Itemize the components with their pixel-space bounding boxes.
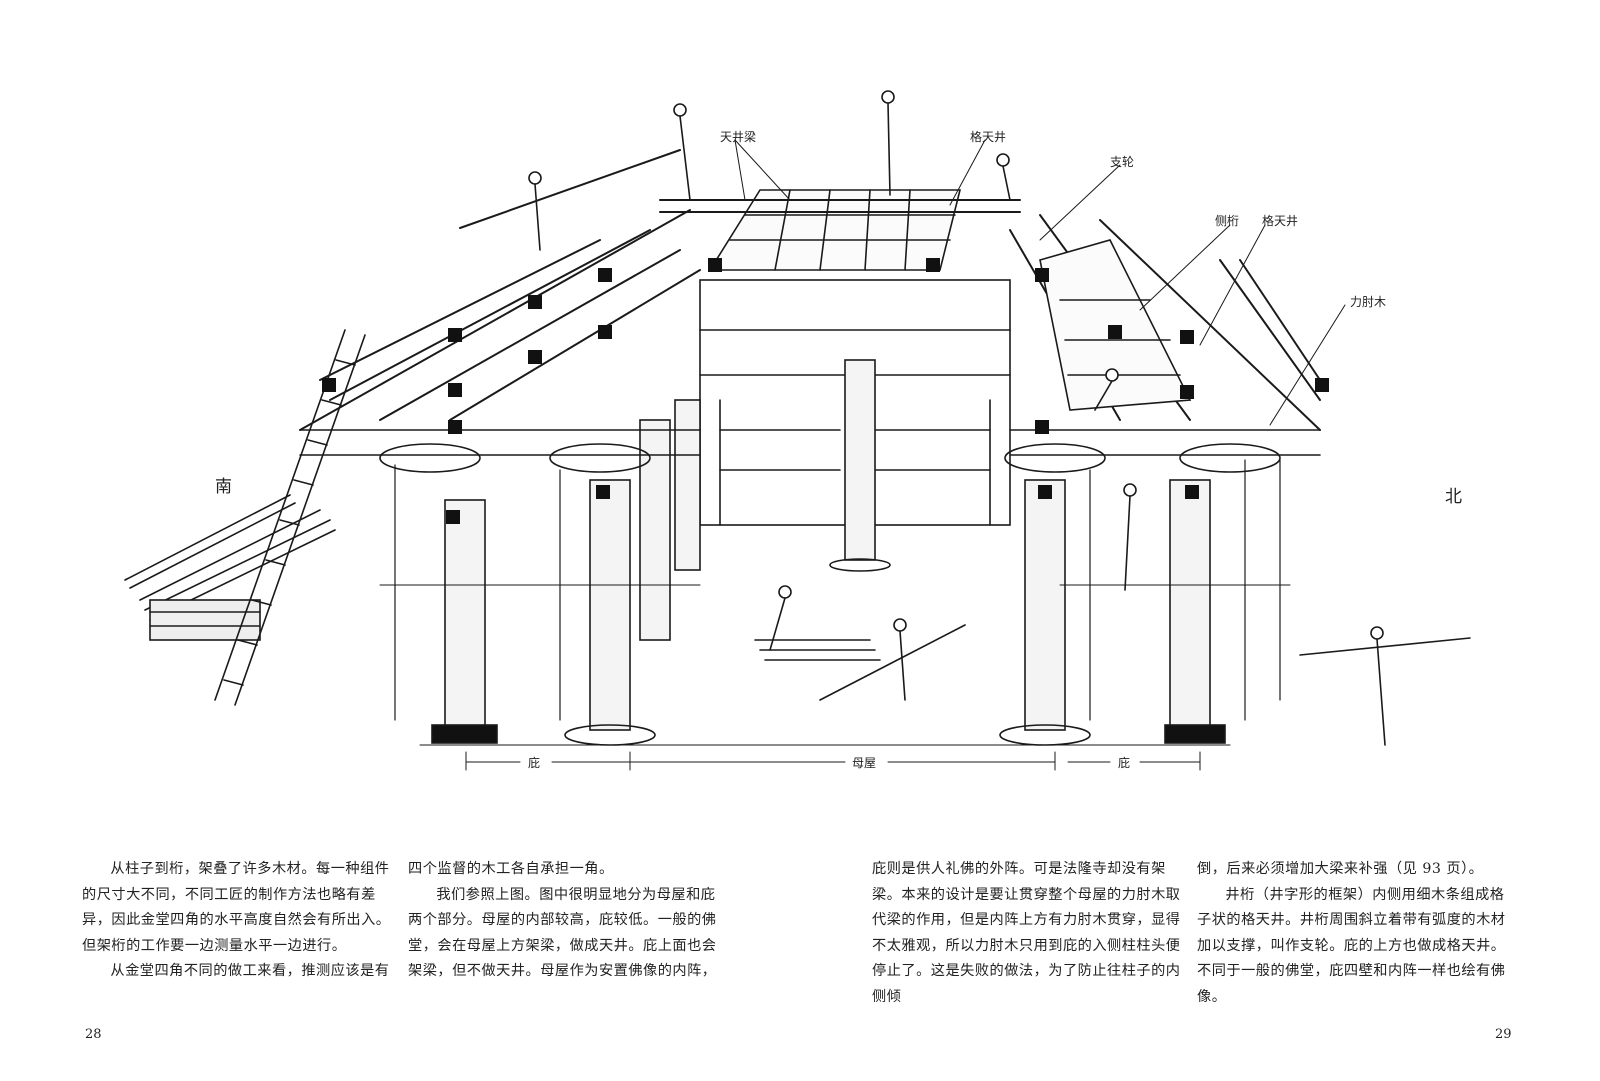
page-number-right: 29 [1495, 1027, 1512, 1042]
ladder-icon [214, 329, 366, 706]
paragraph: 庇则是供人礼佛的外阵。可是法隆寺却没有架梁。本来的设计是要让贯穿整个母屋的力肘木… [872, 861, 1181, 1005]
paragraph: 倒，后来必须增加大梁来补强（见 93 页）。 [1197, 861, 1484, 877]
label-north: 北 [1445, 487, 1462, 507]
text-column-4: 倒，后来必须增加大梁来补强（见 93 页）。 井桁（井字形的框架）内侧用细木条组… [1197, 857, 1512, 1011]
label-support-ring: 支轮 [1110, 155, 1135, 169]
label-aisle-right: 庇 [1118, 756, 1131, 770]
paragraph: 井桁（井字形的框架）内侧用细木条组成格子状的格天井。井桁周围斜立着带有弧度的木材… [1197, 886, 1506, 1005]
text-column-1: 从柱子到桁，架叠了许多木材。每一种组件的尺寸大不同，不同工匠的制作方法也略有差异… [82, 857, 397, 985]
label-lever-beam: 力肘木 [1350, 295, 1387, 309]
label-core: 母屋 [852, 756, 877, 770]
label-ceiling-beam: 天井梁 [720, 130, 757, 144]
paragraph: 我们参照上图。图中很明显地分为母屋和庇两个部分。母屋的内部较高，庇较低。一般的佛… [408, 886, 717, 980]
label-south: 南 [215, 477, 232, 497]
label-aisle-left: 庇 [528, 756, 541, 770]
paragraph: 从金堂四角不同的做工来看，推测应该是有 [110, 963, 390, 980]
paragraph: 四个监督的木工各自承担一角。 [408, 861, 614, 877]
temple-construction-illustration [124, 90, 1471, 771]
text-column-3: 庇则是供人礼佛的外阵。可是法隆寺却没有架梁。本来的设计是要让贯穿整个母屋的力肘木… [872, 857, 1187, 1011]
worker-figures-icon [528, 90, 1386, 746]
label-coffered-ceiling: 格天井 [970, 130, 1007, 144]
label-coffered-ceiling-2: 格天井 [1262, 214, 1299, 228]
page-number-left: 28 [85, 1027, 102, 1042]
paragraph: 从柱子到桁，架叠了许多木材。每一种组件的尺寸大不同，不同工匠的制作方法也略有差异… [82, 861, 391, 954]
text-column-2: 四个监督的木工各自承担一角。 我们参照上图。图中很明显地分为母屋和庇两个部分。母… [408, 857, 723, 985]
label-side-purlin: 侧桁 [1215, 214, 1240, 228]
timber-pile-left-icon [124, 494, 336, 641]
